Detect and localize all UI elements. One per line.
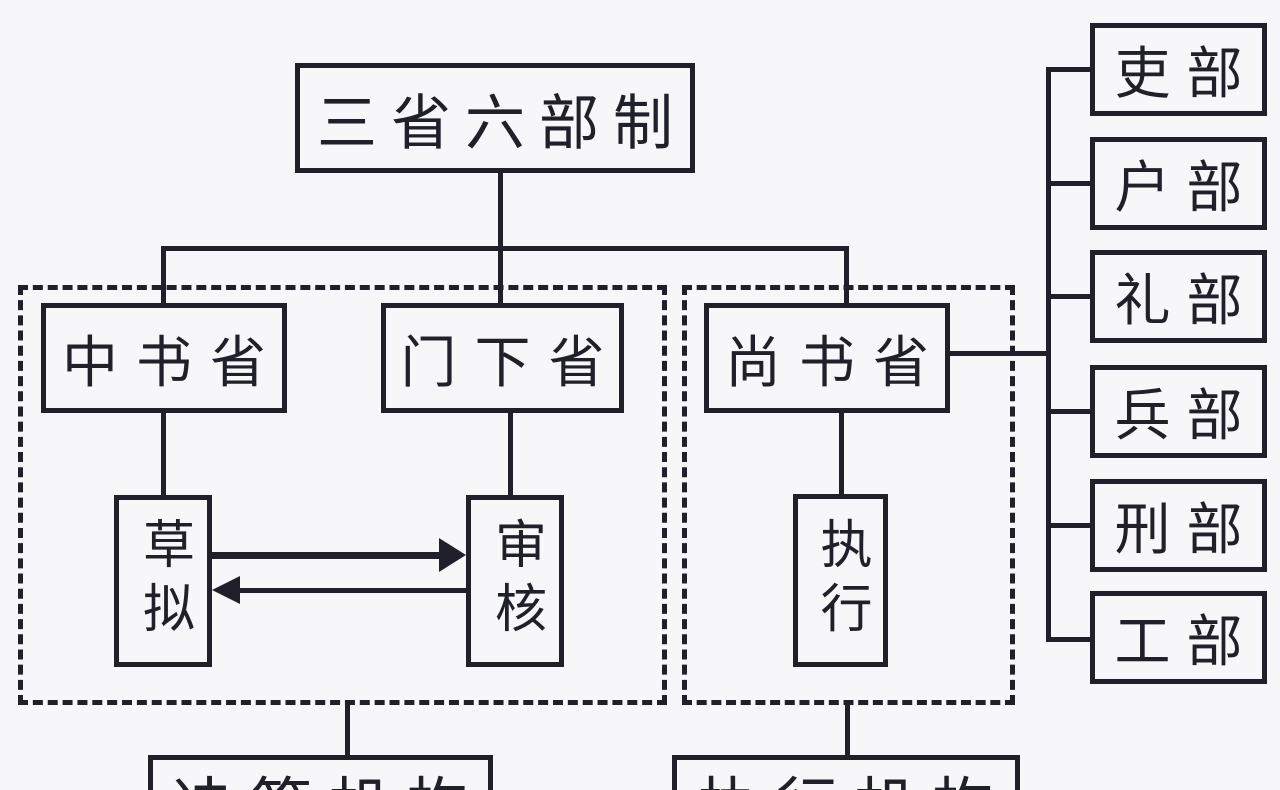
ministry-label: 吏部 [1114, 44, 1259, 106]
arrow-left-icon [212, 576, 240, 604]
ministry-label: 礼部 [1114, 271, 1259, 333]
arrow-right-icon [439, 538, 466, 572]
chancellery-box: 门下省 [381, 303, 624, 413]
connector-line [161, 246, 166, 308]
ministry-label: 兵部 [1114, 386, 1259, 448]
ministry-box-personnel: 吏部 [1090, 23, 1267, 116]
ministry-box-works: 工部 [1090, 591, 1267, 684]
department-label: 中书省 [62, 332, 284, 395]
decision-making-group-box: 决策机构 [148, 755, 493, 790]
ministry-box-justice: 刑部 [1090, 479, 1267, 572]
connector-line [839, 410, 844, 498]
ministry-label: 工部 [1114, 612, 1259, 674]
state-affairs-box: 尚书省 [704, 303, 950, 413]
category-label: 执行机构 [682, 756, 1010, 790]
ministry-label: 户部 [1114, 158, 1259, 220]
connector-line [1046, 637, 1094, 642]
connector-line [950, 351, 1050, 356]
connector-line [1046, 67, 1094, 72]
diagram-title: 三省六部制 [317, 90, 687, 157]
connector-line [161, 410, 166, 499]
connector-line [508, 410, 513, 499]
connector-line [1046, 181, 1094, 186]
connector-line [1046, 409, 1094, 414]
ministries-trunk-line [1046, 67, 1051, 642]
ministry-label: 刑部 [1114, 500, 1259, 562]
ministry-box-war: 兵部 [1090, 365, 1267, 458]
execution-box: 执行 [793, 494, 888, 667]
connector-line [844, 246, 849, 308]
central-secretariat-box: 中书省 [41, 303, 287, 413]
department-label: 尚书省 [725, 332, 947, 395]
forward-arrow-shaft [212, 552, 442, 559]
connector-line [345, 700, 350, 757]
connector-line [498, 170, 503, 250]
function-label: 审核 [486, 517, 544, 645]
executive-group-box: 执行机构 [672, 755, 1020, 790]
diagram-title-box: 三省六部制 [295, 63, 695, 173]
connector-line [1046, 294, 1094, 299]
review-box: 审核 [466, 495, 564, 667]
ministry-box-revenue: 户部 [1090, 137, 1267, 230]
ministry-box-rites: 礼部 [1090, 250, 1267, 343]
function-label: 草拟 [134, 517, 192, 645]
department-label: 门下省 [400, 332, 623, 395]
connector-line [845, 700, 850, 757]
return-arrow-shaft [240, 588, 466, 593]
drafting-box: 草拟 [114, 495, 212, 667]
connector-line [1046, 523, 1094, 528]
connector-line [161, 246, 849, 251]
connector-line [498, 246, 503, 308]
decision-region-outline [18, 285, 667, 705]
function-label: 执行 [812, 516, 869, 645]
category-label: 决策机构 [156, 756, 484, 790]
